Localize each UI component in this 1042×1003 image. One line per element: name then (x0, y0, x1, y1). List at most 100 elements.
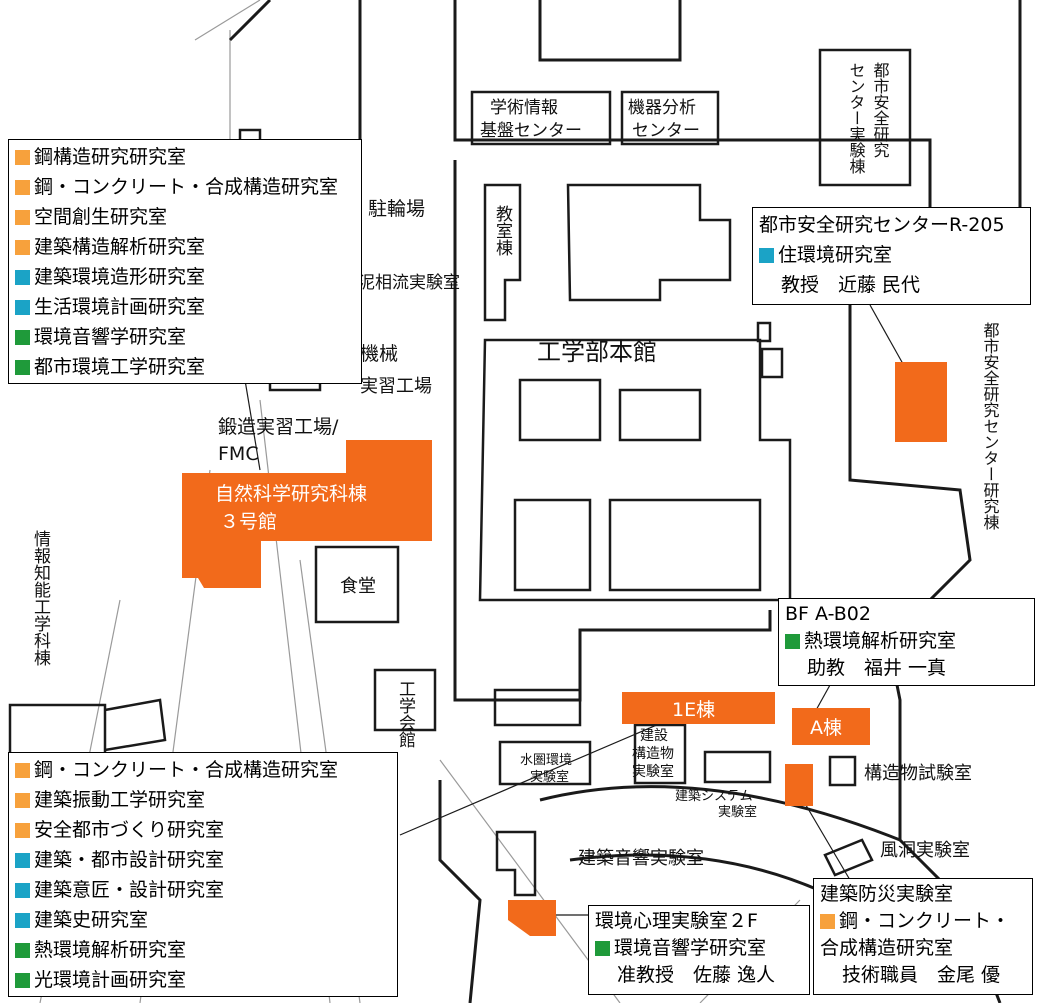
info-box-lab-label: 環境音響学研究室 (614, 937, 767, 959)
orange-square-icon (15, 209, 30, 225)
info-box-person: 准教授 佐藤 逸人 (617, 964, 776, 986)
legend-item-label: 鋼構造研究研究室 (34, 146, 187, 168)
teal-square-icon (15, 299, 30, 315)
label-onkyo: 建築音響実験室 (578, 848, 704, 869)
legend-item-label: 生活環境計画研究室 (34, 296, 206, 318)
label-kogaku-kaikan: 工学会館 (395, 680, 416, 748)
highlighted-buildings (182, 362, 947, 936)
label-toshi-jikken-c2: センター実験棟 (847, 62, 866, 174)
info-box-title: 建築防災実験室 (820, 883, 954, 905)
legend-item-label: 都市環境工学研究室 (34, 356, 206, 378)
label-kikai-2: 実習工場 (360, 376, 432, 397)
label-kiki-1: 機器分析 (628, 98, 696, 118)
legend-item-label: 環境音響学研究室 (34, 326, 187, 348)
label-kiki-2: センター (632, 121, 700, 141)
legend-item: 生活環境計画研究室 (15, 292, 355, 322)
info-box-lab-label: 住環境研究室 (778, 244, 893, 266)
legend-top-left: 鋼構造研究研究室 鋼・コンクリート・合成構造研究室 空間創生研究室 建築構造解析… (8, 139, 362, 384)
info-box-lab-label: 熱環境解析研究室 (804, 630, 957, 652)
legend-item: 建築振動工学研究室 (15, 785, 391, 815)
info-box-title: BF A-B02 (785, 603, 871, 625)
legend-item: 光環境計画研究室 (15, 965, 391, 995)
label-a: A棟 (810, 717, 842, 739)
label-deisoryu: 泥相流実験室 (358, 273, 460, 293)
legend-item-label: 鋼・コンクリート・合成構造研究室 (34, 759, 339, 781)
green-square-icon (15, 359, 30, 375)
orange-square-icon (15, 762, 30, 778)
green-square-icon (15, 942, 30, 958)
green-square-icon (595, 941, 610, 956)
label-toshi-jikken-c1: 都市安全研究 (871, 62, 890, 158)
info-box-lab: 住環境研究室 (759, 240, 1024, 270)
legend-item-label: 熱環境解析研究室 (34, 939, 187, 961)
label-kenchiku-sys-1: 建築システム (675, 789, 753, 804)
legend-item: 熱環境解析研究室 (15, 935, 391, 965)
building-1e[interactable] (622, 692, 775, 724)
legend-item: 建築意匠・設計研究室 (15, 875, 391, 905)
orange-square-icon (15, 792, 30, 808)
building-a[interactable] (792, 708, 870, 745)
label-suiri-1: 水圏環境 (520, 753, 572, 768)
info-box-lab-continued: 合成構造研究室 (820, 937, 954, 959)
building-kenchiku-bousai[interactable] (785, 764, 813, 806)
label-kenchiku-kozo-2: 構造物 (632, 746, 674, 762)
vertical-labels: 都市安全研究 センター実験棟 教室棟 都市安全研究センター研究棟 情報知能工学科… (30, 62, 1000, 748)
legend-bottom-left: 鋼・コンクリート・合成構造研究室 建築振動工学研究室 安全都市づくり研究室 建築… (8, 752, 398, 997)
info-box-person: 教授 近藤 民代 (781, 274, 921, 296)
building-toshi-anzen[interactable] (895, 362, 947, 442)
info-box-lab: 熱環境解析研究室 (785, 628, 1028, 655)
info-box-bousai: 建築防災実験室 鋼・コンクリート・ 合成構造研究室 技術職員 金尾 優 (813, 878, 1033, 995)
info-box-lab: 鋼・コンクリート・ (820, 908, 1026, 935)
legend-item: 鋼・コンクリート・合成構造研究室 (15, 755, 391, 785)
green-square-icon (15, 329, 30, 345)
label-kikai-1: 機械 (360, 343, 398, 365)
legend-item: 鋼・コンクリート・合成構造研究室 (15, 172, 355, 202)
legend-item: 空間創生研究室 (15, 202, 355, 232)
legend-item-label: 建築環境造形研究室 (34, 266, 206, 288)
info-box-person: 助教 福井 一真 (807, 657, 947, 679)
highlight-labels: 自然科学研究科棟 ３号館 1E棟 A棟 (215, 483, 842, 739)
info-box-lab: 環境音響学研究室 (595, 935, 803, 962)
teal-square-icon (15, 912, 30, 928)
legend-item: 鋼構造研究研究室 (15, 142, 355, 172)
label-shizen-1: 自然科学研究科棟 (215, 483, 367, 505)
info-box-title: 環境心理実験室２F (595, 910, 758, 932)
label-kenchiku-sys-2: 実験室 (718, 804, 757, 820)
orange-square-icon (820, 914, 835, 929)
info-box-lab-label: 鋼・コンクリート・ (839, 910, 1011, 932)
legend-item-label: 空間創生研究室 (34, 206, 168, 228)
legend-item: 環境音響学研究室 (15, 322, 355, 352)
label-shizen-2: ３号館 (220, 511, 277, 533)
legend-item: 建築環境造形研究室 (15, 262, 355, 292)
legend-item-label: 建築振動工学研究室 (34, 789, 206, 811)
label-gakujutsu-2: 基盤センター (480, 121, 582, 141)
legend-item: 安全都市づくり研究室 (15, 815, 391, 845)
label-tanzo-1: 鍛造実習工場/ (218, 416, 339, 438)
orange-square-icon (15, 179, 30, 195)
label-kyoshitsu: 教室棟 (492, 205, 513, 256)
teal-square-icon (15, 852, 30, 868)
label-toshi-anzen-v: 都市安全研究センター研究棟 (981, 322, 1000, 530)
label-joho-chino: 情報知能工学科棟 (30, 530, 51, 666)
green-square-icon (15, 972, 30, 988)
teal-square-icon (15, 882, 30, 898)
legend-item: 都市環境工学研究室 (15, 352, 355, 382)
legend-item: 建築史研究室 (15, 905, 391, 935)
legend-item-label: 建築史研究室 (34, 909, 149, 931)
legend-item: 建築・都市設計研究室 (15, 845, 391, 875)
label-1e: 1E棟 (672, 699, 715, 721)
info-box-person: 技術職員 金尾 優 (842, 964, 1001, 986)
building-shizen-kagaku[interactable] (182, 440, 432, 588)
label-honkan: 工学部本館 (537, 338, 657, 366)
label-churinjo: 駐輪場 (368, 198, 425, 220)
info-box-title: 都市安全研究センターR-205 (759, 214, 1005, 236)
label-fudo: 風洞実験室 (880, 840, 970, 861)
label-kozobutsu-shiken: 構造物試験室 (864, 763, 972, 784)
legend-item-label: 安全都市づくり研究室 (34, 819, 225, 841)
teal-square-icon (759, 247, 774, 263)
info-box-kankyo-shinri: 環境心理実験室２F 環境音響学研究室 准教授 佐藤 逸人 (588, 905, 810, 995)
legend-item: 建築構造解析研究室 (15, 232, 355, 262)
legend-item-label: 建築意匠・設計研究室 (34, 879, 225, 901)
building-kankyo-shinri[interactable] (508, 900, 556, 936)
